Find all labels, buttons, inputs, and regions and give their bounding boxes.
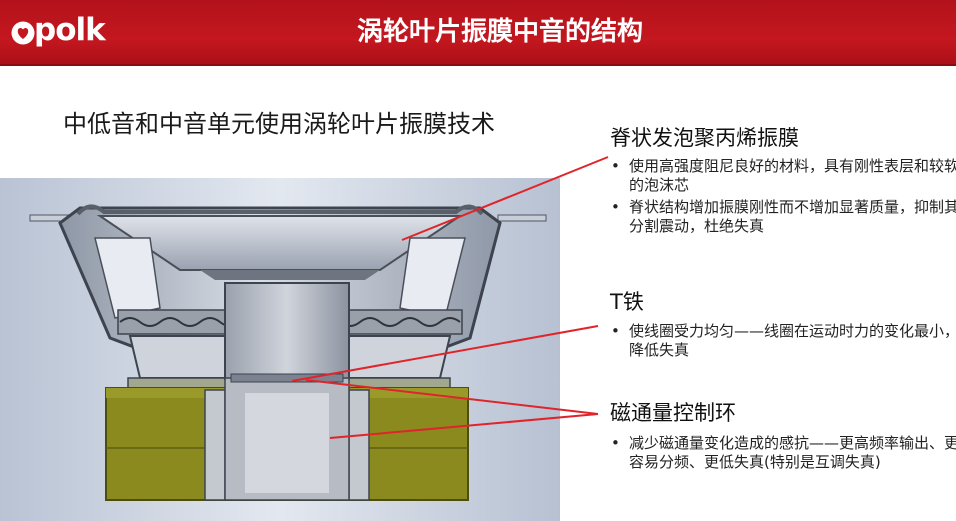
logo-wordmark: polk — [34, 12, 105, 48]
slide-subtitle: 中低音和中音单元使用涡轮叶片振膜技术 — [63, 108, 495, 140]
bullet-t-yoke-1: 使线圈受力均匀——线圈在运动时力的变化最小，降低失真 — [607, 322, 956, 360]
section-title-t-yoke: T铁 — [610, 288, 644, 316]
speaker-cross-section — [0, 178, 580, 521]
polk-logo: polk — [10, 14, 110, 50]
bullet-cone-2: 脊状结构增加振膜刚性而不增加显著质量，抑制其分割震动，杜绝失真 — [607, 198, 956, 236]
page-title: 涡轮叶片振膜中音的结构 — [290, 14, 710, 50]
section-title-cone: 脊状发泡聚丙烯振膜 — [610, 124, 799, 152]
flux-control-ring — [231, 374, 343, 382]
header-bar: polk 涡轮叶片振膜中音的结构 — [0, 0, 956, 66]
bullet-flux-ring-1: 减少磁通量变化造成的感抗——更高频率输出、更容易分频、更低失真(特别是互调失真) — [607, 434, 956, 472]
bullet-cone-1: 使用高强度阻尼良好的材料，具有刚性表层和较软的泡沫芯 — [607, 157, 956, 195]
section-title-flux-ring: 磁通量控制环 — [610, 399, 736, 427]
header-divider — [0, 64, 956, 66]
t-yoke-pole — [225, 283, 349, 379]
